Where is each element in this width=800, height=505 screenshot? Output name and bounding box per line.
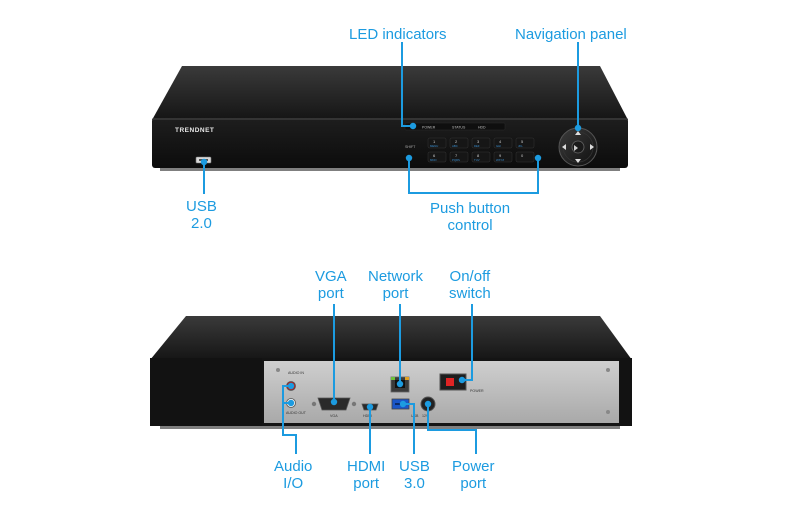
front-unit-top-surface — [152, 66, 628, 120]
keypad-button-sublabel: DEF — [474, 144, 480, 148]
led-label-status: STATUS — [452, 126, 466, 130]
power-callout-line — [427, 404, 477, 454]
keypad-button-sublabel: PQRS — [452, 158, 460, 162]
keypad-button-number: 9 — [499, 153, 502, 158]
keypad-button-sublabel: MNO — [430, 158, 437, 162]
led-indicator-strip: POWER STATUS HDD — [404, 122, 506, 131]
push-button-callout-line — [408, 158, 539, 194]
keypad-button-number: 5 — [521, 139, 524, 144]
keypad-button-number: 7 — [455, 153, 458, 158]
keypad-button-number: 8 — [477, 153, 480, 158]
power-switch-label: POWER — [470, 389, 484, 393]
front-callout-lines — [200, 42, 582, 194]
navigation-panel[interactable] — [558, 127, 598, 167]
keypad-button-sublabel: JKL — [518, 144, 523, 148]
callout-usb-2: USB 2.0 — [186, 198, 217, 232]
callout-navigation-panel: Navigation panel — [515, 26, 627, 43]
back-unit: AUDIO IN AUDIO OUT VGA HDMI USB 12V POWE… — [150, 316, 632, 429]
keypad-button-number: 3 — [477, 139, 480, 144]
nav-up-arrow-icon[interactable] — [575, 131, 581, 135]
nav-left-arrow-icon[interactable] — [562, 144, 566, 150]
front-unit-face — [152, 118, 628, 168]
usb3-callout-line — [403, 403, 415, 454]
nav-right-arrow-icon[interactable] — [590, 144, 594, 150]
front-unit: TRENDNET POWER STATUS HDD SHIFT 1MENU2AB… — [152, 66, 628, 171]
callout-network-port: Network port — [368, 268, 424, 302]
keypad-button-number: 2 — [455, 139, 458, 144]
led-label-power: POWER — [422, 126, 436, 130]
keypad-button-number: 0 — [521, 153, 524, 158]
onoff-callout-line — [462, 304, 473, 381]
keypad-button-number: 4 — [499, 139, 502, 144]
callout-vga-port: VGA port — [315, 268, 347, 302]
callout-led-indicators: LED indicators — [349, 26, 447, 43]
keypad-button-number: 1 — [433, 139, 436, 144]
shift-button-label[interactable]: SHIFT — [405, 145, 416, 149]
callout-hdmi-port: HDMI port — [347, 458, 386, 492]
keypad-button-sublabel: WXYZ — [496, 158, 504, 162]
callout-onoff-switch: On/off switch — [449, 268, 491, 302]
keypad-button-number: 6 — [433, 153, 436, 158]
screw-icon — [606, 410, 610, 414]
keypad-button-sublabel: ABC — [452, 144, 458, 148]
callout-push-button-control: Push button control — [430, 200, 511, 234]
nav-down-arrow-icon[interactable] — [575, 159, 581, 163]
push-button-panel: SHIFT 1MENU2ABC3DEF4GHI5JKL6MNO7PQRS8TUV… — [405, 137, 535, 163]
keypad-button-0[interactable]: 0 — [515, 151, 535, 163]
back-unit-top-surface — [150, 316, 632, 360]
keypad-button-sublabel: GHI — [496, 144, 501, 148]
led-label-hdd: HDD — [478, 126, 486, 130]
keypad-button-sublabel: MENU — [430, 144, 438, 148]
dc-label: 12V — [422, 414, 429, 418]
vga-label: VGA — [330, 414, 338, 418]
audio-out-label: AUDIO OUT — [286, 411, 307, 415]
callout-audio-io: Audio I/O — [274, 458, 313, 492]
audio-in-label: AUDIO IN — [288, 371, 304, 375]
screw-icon — [606, 368, 610, 372]
hdmi-label: HDMI — [363, 414, 372, 418]
brand-logo: TRENDNET — [175, 127, 214, 134]
callout-power-port: Power port — [452, 458, 495, 492]
led-callout-line — [401, 42, 413, 127]
back-callout-lines — [282, 304, 477, 454]
nav-enter-button[interactable] — [571, 140, 585, 154]
back-panel-plate — [264, 361, 619, 423]
screw-icon — [276, 368, 280, 372]
audio-callout-line — [282, 385, 297, 454]
keypad-button-sublabel: TUV — [474, 158, 480, 162]
callout-usb-3: USB 3.0 — [399, 458, 430, 492]
